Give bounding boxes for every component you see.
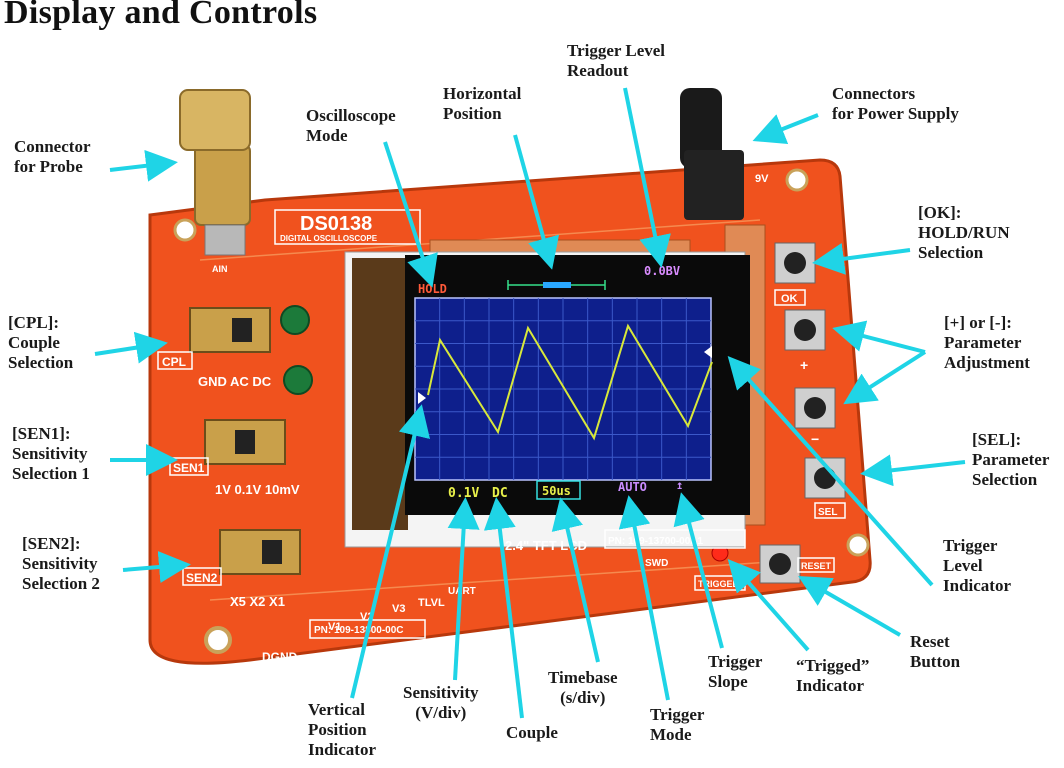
board-subtitle: DIGITAL OSCILLOSCOPE	[280, 234, 378, 243]
screen-trigger-mode: AUTO	[618, 480, 647, 494]
arrow-trigged	[727, 559, 810, 652]
arrow-vpos	[350, 404, 431, 699]
sen1-switch	[204, 419, 286, 465]
callout-trigged: “Trigged” Indicator	[796, 656, 870, 695]
screen-sensitivity: 0.1V	[448, 486, 479, 501]
horizontal-position-bar	[507, 280, 606, 290]
minus-button	[794, 387, 836, 429]
callout-cpl: [CPL]: Couple Selection	[8, 313, 74, 372]
callout-slope: Trigger Slope	[708, 652, 763, 691]
trigged-tag: TRIGGED	[698, 579, 740, 589]
pn-left: PN: 109-13800-00C	[314, 625, 404, 636]
tlvl-tag: TLVL	[418, 597, 445, 609]
trimmer-2	[283, 365, 313, 395]
callout-sen2: [SEN2]: Sensitivity Selection 2	[22, 534, 100, 593]
arrow-minus	[843, 350, 927, 405]
ok-tag: OK	[781, 293, 798, 305]
arrow-timebase	[551, 497, 600, 663]
callout-tmode: Trigger Mode	[650, 705, 705, 744]
swd-tag: SWD	[645, 558, 668, 569]
callout-reset: Reset Button	[910, 632, 961, 671]
v1-tag: V1	[328, 621, 341, 633]
callout-arrows	[94, 87, 966, 719]
screen-timebase: 50us	[542, 484, 571, 498]
trigger-level-marker	[704, 346, 712, 358]
waveform-trace	[427, 323, 713, 441]
probe-connector	[179, 89, 251, 256]
cpl-options: GND AC DC	[198, 374, 272, 389]
callout-mode: Oscilloscope Mode	[306, 106, 396, 145]
arrow-slope	[673, 492, 724, 649]
arrow-ok	[812, 242, 911, 275]
cpl-tag: CPL	[162, 355, 186, 369]
callout-trig-readout: Trigger Level Readout	[567, 41, 666, 80]
arrow-trig-ind	[727, 356, 934, 587]
reset-tag: RESET	[801, 561, 832, 571]
sen2-options: X5 X2 X1	[230, 594, 285, 609]
v3-tag: V3	[392, 603, 405, 615]
reset-button	[759, 544, 801, 584]
power-jack	[680, 88, 744, 220]
arrow-couple	[483, 497, 524, 719]
callout-power: Connectors for Power Supply	[832, 84, 959, 123]
sen2-switch	[219, 529, 301, 575]
screen-trigger-level: 0.0BV	[644, 264, 680, 278]
sen1-options: 1V 0.1V 10mV	[215, 482, 300, 497]
screen-couple: DC	[492, 486, 508, 501]
vertical-position-marker	[418, 392, 426, 404]
arrow-cpl	[94, 331, 168, 364]
scope-gridlines	[415, 298, 711, 480]
sen2-tag: SEN2	[186, 571, 218, 585]
arrow-trig-readout	[623, 87, 671, 268]
callout-hpos: Horizontal Position	[443, 84, 522, 123]
mount-hole-bl	[204, 626, 232, 654]
trimmer-1	[280, 305, 310, 335]
callout-trig-ind: Trigger Level Indicator	[943, 536, 1011, 595]
ain-tag: AIN	[212, 264, 228, 274]
arrow-sel	[860, 454, 966, 487]
minus-tag: −	[811, 431, 819, 447]
lcd-label: 2.4" TFT LCD	[505, 538, 587, 553]
screen-mode: HOLD	[418, 282, 447, 296]
arrow-sens	[447, 497, 480, 681]
callout-plusminus: [+] or [-]: Parameter Adjustment	[944, 313, 1030, 372]
screen-trigger-slope: ↥	[676, 478, 683, 492]
dgnd-tag: DGND	[262, 650, 298, 664]
arrow-tmode	[618, 495, 670, 701]
power-tag: 9V	[755, 173, 769, 185]
plus-tag: +	[800, 357, 808, 373]
arrow-probe	[109, 149, 178, 182]
ok-button	[774, 242, 816, 284]
arrow-mode	[383, 141, 438, 288]
arrow-hpos	[513, 134, 560, 270]
callout-timebase: Timebase (s/div)	[548, 668, 618, 707]
sel-tag: SEL	[818, 507, 837, 518]
callout-sel: [SEL]: Parameter Selection	[972, 430, 1050, 489]
mount-hole-tl	[173, 218, 197, 242]
board-model: DS0138	[300, 213, 372, 235]
arrow-sen2	[122, 551, 191, 583]
callout-sens: Sensitivity (V/div)	[403, 683, 479, 722]
cpl-switch	[189, 307, 271, 353]
mount-hole-br	[846, 533, 870, 557]
arrow-reset	[798, 575, 902, 637]
pn-right: PN: 109-13700-00A1	[608, 536, 703, 547]
callout-sen1: [SEN1]: Sensitivity Selection 1	[12, 424, 90, 483]
plus-button	[784, 309, 826, 351]
arrow-power	[752, 113, 819, 145]
callout-couple: Couple	[506, 723, 558, 742]
callout-probe: Connector for Probe	[14, 137, 91, 176]
mount-hole-tr	[785, 168, 809, 192]
sen1-tag: SEN1	[173, 461, 205, 475]
callout-vpos: Vertical Position Indicator	[308, 700, 376, 759]
page-title: Display and Controls	[4, 0, 318, 31]
callout-ok: [OK]: HOLD/RUN Selection	[918, 203, 1010, 262]
arrow-plus	[832, 320, 926, 354]
